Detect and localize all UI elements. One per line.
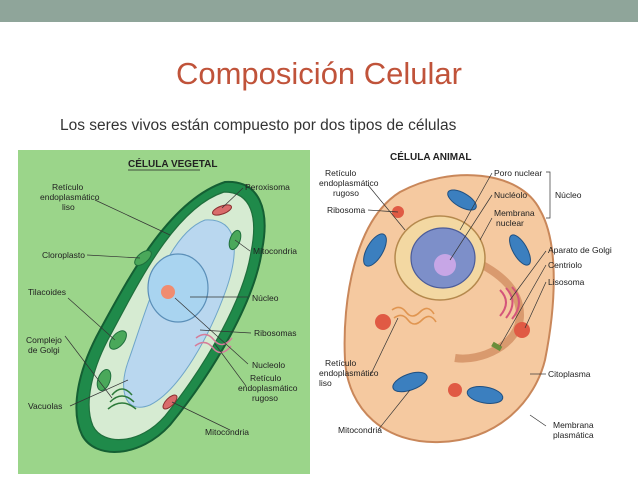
- slide-subtitle: Los seres vivos están compuesto por dos …: [60, 117, 457, 134]
- animal-label-aparato-golgi: Aparato de Golgi: [548, 245, 612, 255]
- plant-label-reticulo-liso-1: Retículo: [52, 182, 83, 192]
- animal-label-poro-nuclear: Poro nuclear: [494, 168, 542, 178]
- plant-nucleus: [147, 253, 209, 323]
- plant-label-mitocondria-bottom: Mitocondria: [205, 427, 249, 437]
- animal-label-membrana-nuclear-1: Membrana: [494, 208, 535, 218]
- animal-label-lisosoma: Lisosoma: [548, 277, 585, 287]
- animal-label-reticulo-rugoso-3: rugoso: [333, 188, 359, 198]
- animal-label-membrana-plasmatica-2: plasmática: [553, 430, 594, 440]
- plant-label-mitocondria-top: Mitocondria: [253, 246, 297, 256]
- animal-label-citoplasma: Citoplasma: [548, 369, 591, 379]
- plant-label-reticulo-rugoso-1: Retículo: [250, 373, 281, 383]
- plant-label-reticulo-liso-2: endoplasmático: [40, 192, 100, 202]
- plant-label-golgi-1: Complejo: [26, 335, 62, 345]
- cell-diagram: CÉLULA VEGETAL: [18, 150, 612, 474]
- plant-label-tilacoides: Tilacoides: [28, 287, 66, 297]
- animal-label-nucleolo: Nucléolo: [494, 190, 527, 200]
- plant-label-vacuolas: Vacuolas: [28, 401, 62, 411]
- animal-label-reticulo-liso-2: endoplasmático: [319, 368, 379, 378]
- animal-label-reticulo-liso-1: Retículo: [325, 358, 356, 368]
- plant-label-reticulo-rugoso-3: rugoso: [252, 393, 278, 403]
- plant-cell-figure: CÉLULA VEGETAL: [18, 150, 310, 474]
- animal-cell-heading: CÉLULA ANIMAL: [390, 150, 471, 163]
- animal-label-membrana-plasmatica-1: Membrana: [553, 420, 594, 430]
- plant-label-nucleolo: Nucleolo: [252, 360, 285, 370]
- plant-label-peroxisoma: Peroxisoma: [245, 182, 290, 192]
- animal-nucleolus: [434, 254, 456, 276]
- animal-cell-figure: CÉLULA ANIMAL: [319, 150, 612, 444]
- plant-cell-heading: CÉLULA VEGETAL: [128, 157, 217, 170]
- plant-label-cloroplasto: Cloroplasto: [42, 250, 85, 260]
- slide-title: Composición Celular: [175, 56, 462, 91]
- plant-label-ribosomas: Ribosomas: [254, 328, 297, 338]
- plant-nucleolus: [161, 285, 175, 299]
- animal-label-reticulo-liso-3: liso: [319, 378, 332, 388]
- animal-label-nucleo: Núcleo: [555, 190, 582, 200]
- animal-label-reticulo-rugoso-1: Retículo: [325, 168, 356, 178]
- top-accent-bar: [0, 0, 638, 22]
- animal-label-mitocondria: Mitocondria: [338, 425, 382, 435]
- plant-label-golgi-2: de Golgi: [28, 345, 60, 355]
- animal-cytoplasm: [343, 174, 555, 444]
- animal-label-centriolo: Centriolo: [548, 260, 582, 270]
- plant-label-reticulo-liso-3: liso: [62, 202, 75, 212]
- animal-label-ribosoma: Ribosoma: [327, 205, 366, 215]
- plant-label-nucleo: Núcleo: [252, 293, 279, 303]
- animal-label-membrana-nuclear-2: nuclear: [496, 218, 524, 228]
- plant-label-reticulo-rugoso-2: endoplasmático: [238, 383, 298, 393]
- animal-label-reticulo-rugoso-2: endoplasmático: [319, 178, 379, 188]
